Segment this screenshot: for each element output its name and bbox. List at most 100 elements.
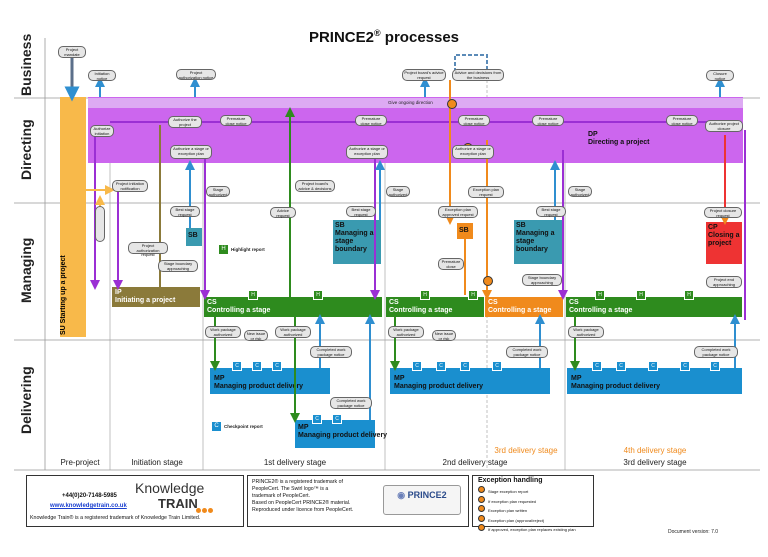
highlight-report-marker: H <box>313 290 323 300</box>
mp-box-4 <box>567 368 742 394</box>
page-title: PRINCE2® processes <box>308 28 460 46</box>
pill-completed-wp-1: Completed work package notice <box>310 346 352 358</box>
logo-train: TRAIN <box>158 496 198 511</box>
highlight-report-marker: H <box>468 290 478 300</box>
pill-exception-plan-request: Exception plan request <box>468 186 504 198</box>
pill-premature-close-3: Premature close notice <box>458 115 490 126</box>
pill-premature-close: Premature close <box>438 258 464 270</box>
pill-authorize-stage-2: Authorize a stage or exception plan <box>346 145 388 159</box>
pill-work-package-authorized-4: Work package authorized <box>568 326 604 338</box>
mp-box-3 <box>390 368 550 394</box>
pill-advice-decisions-business: Advice and decisions from the business <box>452 69 504 81</box>
give-direction-label: Give ongoing direction <box>388 100 433 105</box>
pill-stage-authorized-1: Stage authorized <box>206 186 230 197</box>
stage-initiation: Initiation stage <box>131 458 183 467</box>
pill-work-package-authorized-1: Work package authorized <box>205 326 241 338</box>
highlight-report-marker: H <box>248 290 258 300</box>
pill-stage-authorized-2: Stage authorized <box>386 186 410 197</box>
checkpoint-report-marker: C <box>710 361 720 371</box>
highlight-report-marker: H <box>636 290 646 300</box>
pill-project-initiation-notification: Project initiation notification <box>112 180 148 192</box>
pill-best-stage-request-2: Best stage request <box>346 206 376 217</box>
pill-project-end-approaching: Project end approaching <box>706 276 742 288</box>
checkpoint-report-marker: C <box>592 361 602 371</box>
pill-premature-close-4: Premature close notice <box>532 115 564 126</box>
pill-project-authorization-request: Project authorization request <box>128 242 168 257</box>
cs-bar-1 <box>204 297 382 317</box>
checkpoint-report-marker: C <box>232 361 242 371</box>
pill-authorize-closure: Authorize project closure <box>705 120 743 132</box>
pill-board-advice-decisions: Project board's advice & decisions <box>295 180 335 192</box>
sb-small-box <box>186 228 202 246</box>
pill-premature-close-2: Premature close notice <box>355 115 387 126</box>
pill-project-closure-request: Project closure request <box>704 207 742 218</box>
checkpoint-report-marker: C <box>616 361 626 371</box>
ip-box <box>112 287 200 307</box>
checkpoint-report-marker: C <box>648 361 658 371</box>
highlight-report-marker: H <box>684 290 694 300</box>
stage-3rd-delivery: 3rd delivery stage <box>623 458 687 467</box>
stage-pre-project: Pre-project <box>60 458 100 467</box>
exception-marker-1 <box>447 99 457 109</box>
pill-stage-authorized-3: Stage authorized <box>568 186 592 197</box>
company-box <box>26 475 244 527</box>
pill-completed-wp-2: Completed work package notice <box>330 397 372 409</box>
logo-dots-icon <box>196 500 213 518</box>
pill-project-brief-request <box>95 206 105 242</box>
exception-legend-title: Exception handling <box>478 477 543 484</box>
pill-best-stage-request-1: Best stage request <box>170 206 200 217</box>
checkpoint-report-marker: C <box>252 361 262 371</box>
pill-authorize-project: Authorize the project <box>168 116 202 128</box>
company-trademark: Knowledge Train® is a registered tradema… <box>30 515 201 521</box>
pill-exception-plan-approved: Exception plan approved request <box>438 206 478 218</box>
logo-knowledge: Knowledge <box>135 480 205 496</box>
cs-bar-3 <box>566 297 742 317</box>
checkpoint-report-marker: C <box>460 361 470 371</box>
pill-stage-boundary-approaching-1: Stage boundary approaching <box>158 260 198 272</box>
give-direction-bar <box>88 98 743 108</box>
pill-completed-wp-4: Completed work package notice <box>694 346 738 358</box>
pill-completed-wp-3: Completed work package notice <box>506 346 548 358</box>
pill-authorize-initiation: Authorize initiation <box>90 125 114 137</box>
mp-box-1 <box>210 368 330 394</box>
checkpoint-report-marker: C <box>312 414 322 424</box>
pill-closure-notice: Closure notice <box>706 70 734 81</box>
company-url[interactable]: www.knowledgetrain.co.uk <box>50 503 127 509</box>
pill-board-advice-request: Project board's advice request <box>402 69 446 81</box>
pill-work-package-authorized-3: Work package authorized <box>388 326 424 338</box>
cs-bar-2 <box>386 297 484 317</box>
highlight-report-marker: H <box>595 290 605 300</box>
cs-bar-exception <box>485 297 563 317</box>
mp-box-2 <box>295 420 375 448</box>
pill-new-issue-2: New issue or risk <box>432 330 456 341</box>
pill-project-mandate: Project mandate <box>58 46 86 58</box>
checkpoint-report-marker: C <box>332 414 342 424</box>
sb-exception-box <box>457 223 473 239</box>
pill-stage-boundary-approaching-2: Stage boundary approaching <box>522 274 562 286</box>
pill-initiation-notice: Initiation notice <box>88 70 116 81</box>
company-phone: +44(0)20-7148-5985 <box>62 493 117 499</box>
pill-authorize-stage-3: Authorize a stage or exception plan <box>452 145 494 159</box>
exception-legend-items: Stage exception report If exception plan… <box>478 486 576 534</box>
pill-premature-close-1: Premature close notice <box>220 115 252 126</box>
checkpoint-report-marker: C <box>492 361 502 371</box>
exception-marker-3 <box>483 276 493 286</box>
stage-3rd-delivery-exception: 3rd delivery stage <box>494 446 558 455</box>
prince2-logo: ◉ PRINCE2 <box>383 485 461 515</box>
cp-box <box>706 222 742 264</box>
stage-4th-delivery: 4th delivery stage <box>623 446 687 455</box>
checkpoint-report-marker: C <box>272 361 282 371</box>
